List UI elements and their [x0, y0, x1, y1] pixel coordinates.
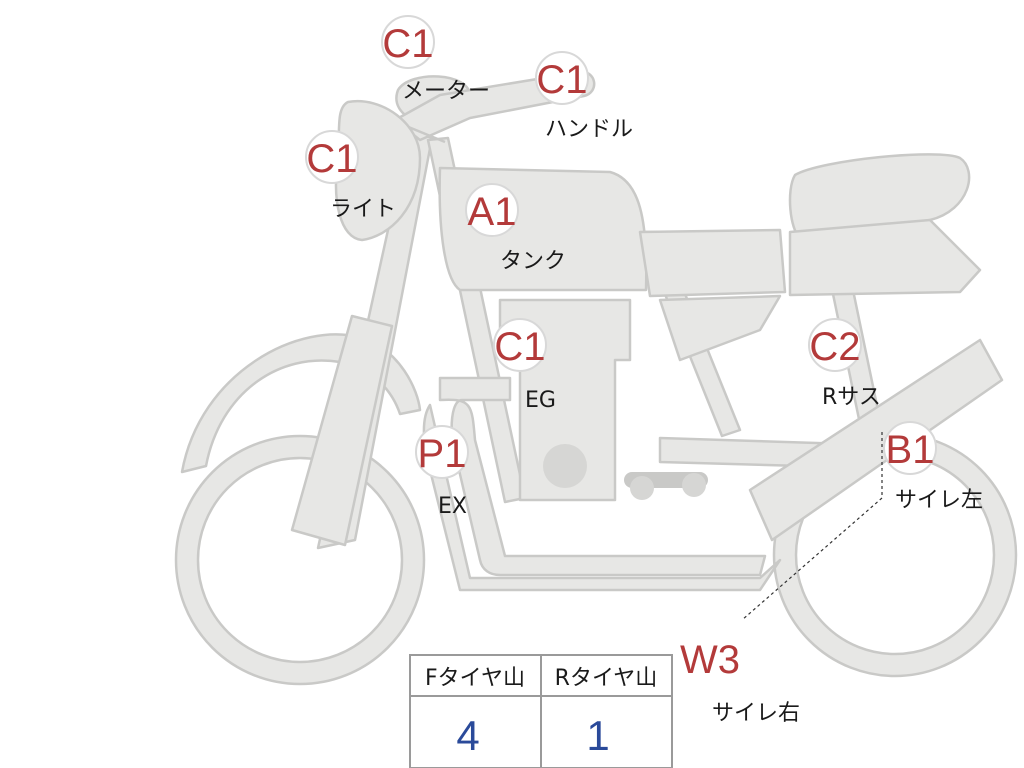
part-label: EX: [438, 494, 467, 519]
marker-silencer-left: B1 サイレ左: [883, 421, 983, 513]
grade-code: C1: [382, 22, 433, 66]
marker-silencer-right: W3 サイレ右: [680, 638, 800, 726]
rear-seat: [788, 153, 971, 240]
front-tire-value: 4: [456, 712, 479, 759]
rear-tire-value: 1: [586, 712, 609, 759]
marker-handle: C1 ハンドル: [535, 51, 633, 142]
grade-code: B1: [886, 428, 935, 472]
part-label: サイレ左: [895, 488, 983, 513]
motorcycle-illustration: [174, 70, 1018, 686]
tire-tread-table: Fタイヤ山 Rタイヤ山 4 1: [409, 654, 673, 768]
engine-cover: [543, 444, 587, 488]
part-label: EG: [525, 388, 556, 413]
grade-code: C2: [809, 325, 860, 369]
grade-code: C1: [306, 137, 357, 181]
marker-engine: C1 EG: [493, 318, 556, 413]
rear-tire-header: Rタイヤ山: [555, 666, 658, 691]
front-wheel: [176, 436, 424, 684]
part-label: タンク: [500, 249, 566, 274]
marker-light: C1 ライト: [305, 130, 396, 222]
marker-rear-suspension: C2 Rサス: [808, 318, 881, 410]
seat: [638, 228, 787, 298]
silencer-right-leader: [741, 432, 883, 621]
part-label: ハンドル: [545, 117, 633, 142]
marker-exhaust: P1 EX: [415, 425, 469, 519]
part-label: メーター: [402, 79, 490, 104]
marker-meter: C1 メーター: [381, 15, 490, 104]
part-label: Rサス: [822, 385, 881, 410]
front-tire-header: Fタイヤ山: [425, 666, 525, 691]
silencer: [748, 338, 1004, 542]
marker-tank: A1 タンク: [465, 183, 566, 274]
grade-code: P1: [418, 432, 467, 476]
front-fender: [180, 333, 422, 474]
grade-code: C1: [494, 325, 545, 369]
part-label: ライト: [330, 197, 396, 222]
grade-code: W3: [680, 638, 740, 682]
exhaust-pipe: [438, 376, 767, 577]
part-label: サイレ右: [712, 701, 800, 726]
grade-code: C1: [536, 58, 587, 102]
grade-code: A1: [468, 190, 517, 234]
side-cover: [658, 294, 782, 362]
